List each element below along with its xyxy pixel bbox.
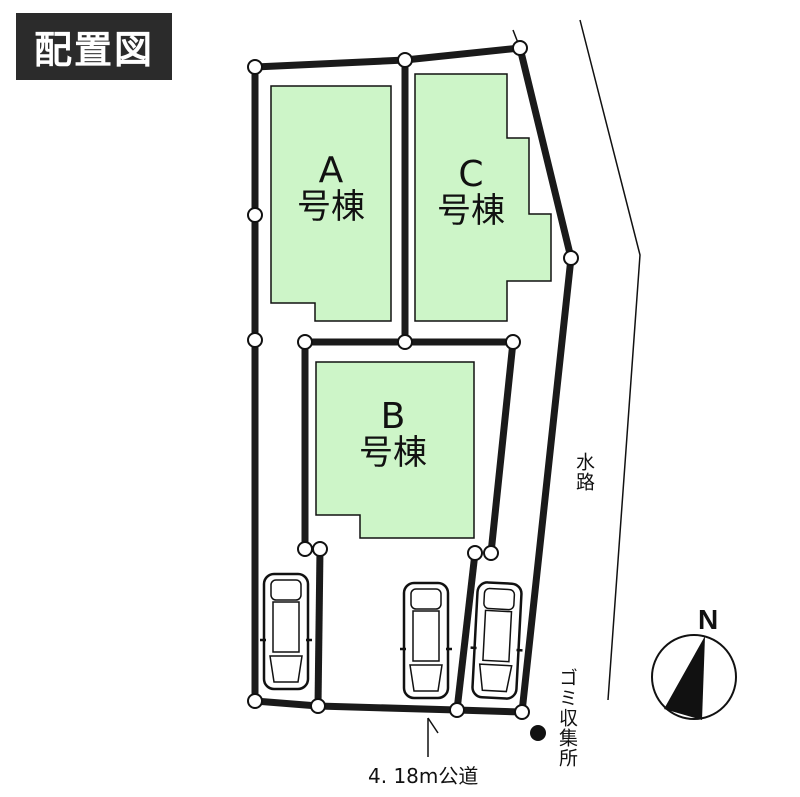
building-c-label: C 号棟 (421, 156, 521, 229)
title-box: 配置図 (16, 13, 172, 80)
building-c (414, 73, 552, 322)
building-c-suffix: 号棟 (437, 190, 505, 231)
boundary-posts (247, 40, 579, 720)
compass-icon (651, 634, 737, 720)
building-b (315, 361, 475, 539)
garbage-point-icon (530, 725, 546, 741)
road-label: 4. 18m公道 (368, 764, 479, 788)
north-label: N (698, 604, 719, 635)
building-b-letter: B (380, 396, 406, 437)
building-b-label: B 号棟 (343, 398, 443, 471)
road-leader (427, 717, 439, 757)
page-title: 配置図 (33, 27, 154, 72)
waterway-label: 水路 (573, 452, 595, 492)
building-c-letter: C (458, 154, 484, 195)
car-icon (260, 572, 523, 700)
building-a-suffix: 号棟 (297, 186, 365, 227)
building-a (270, 85, 392, 322)
building-a-letter: A (318, 150, 344, 191)
garbage-collection-label: ゴミ収集所 (556, 668, 578, 768)
building-a-label: A 号棟 (281, 152, 381, 225)
building-b-suffix: 号棟 (359, 432, 427, 473)
